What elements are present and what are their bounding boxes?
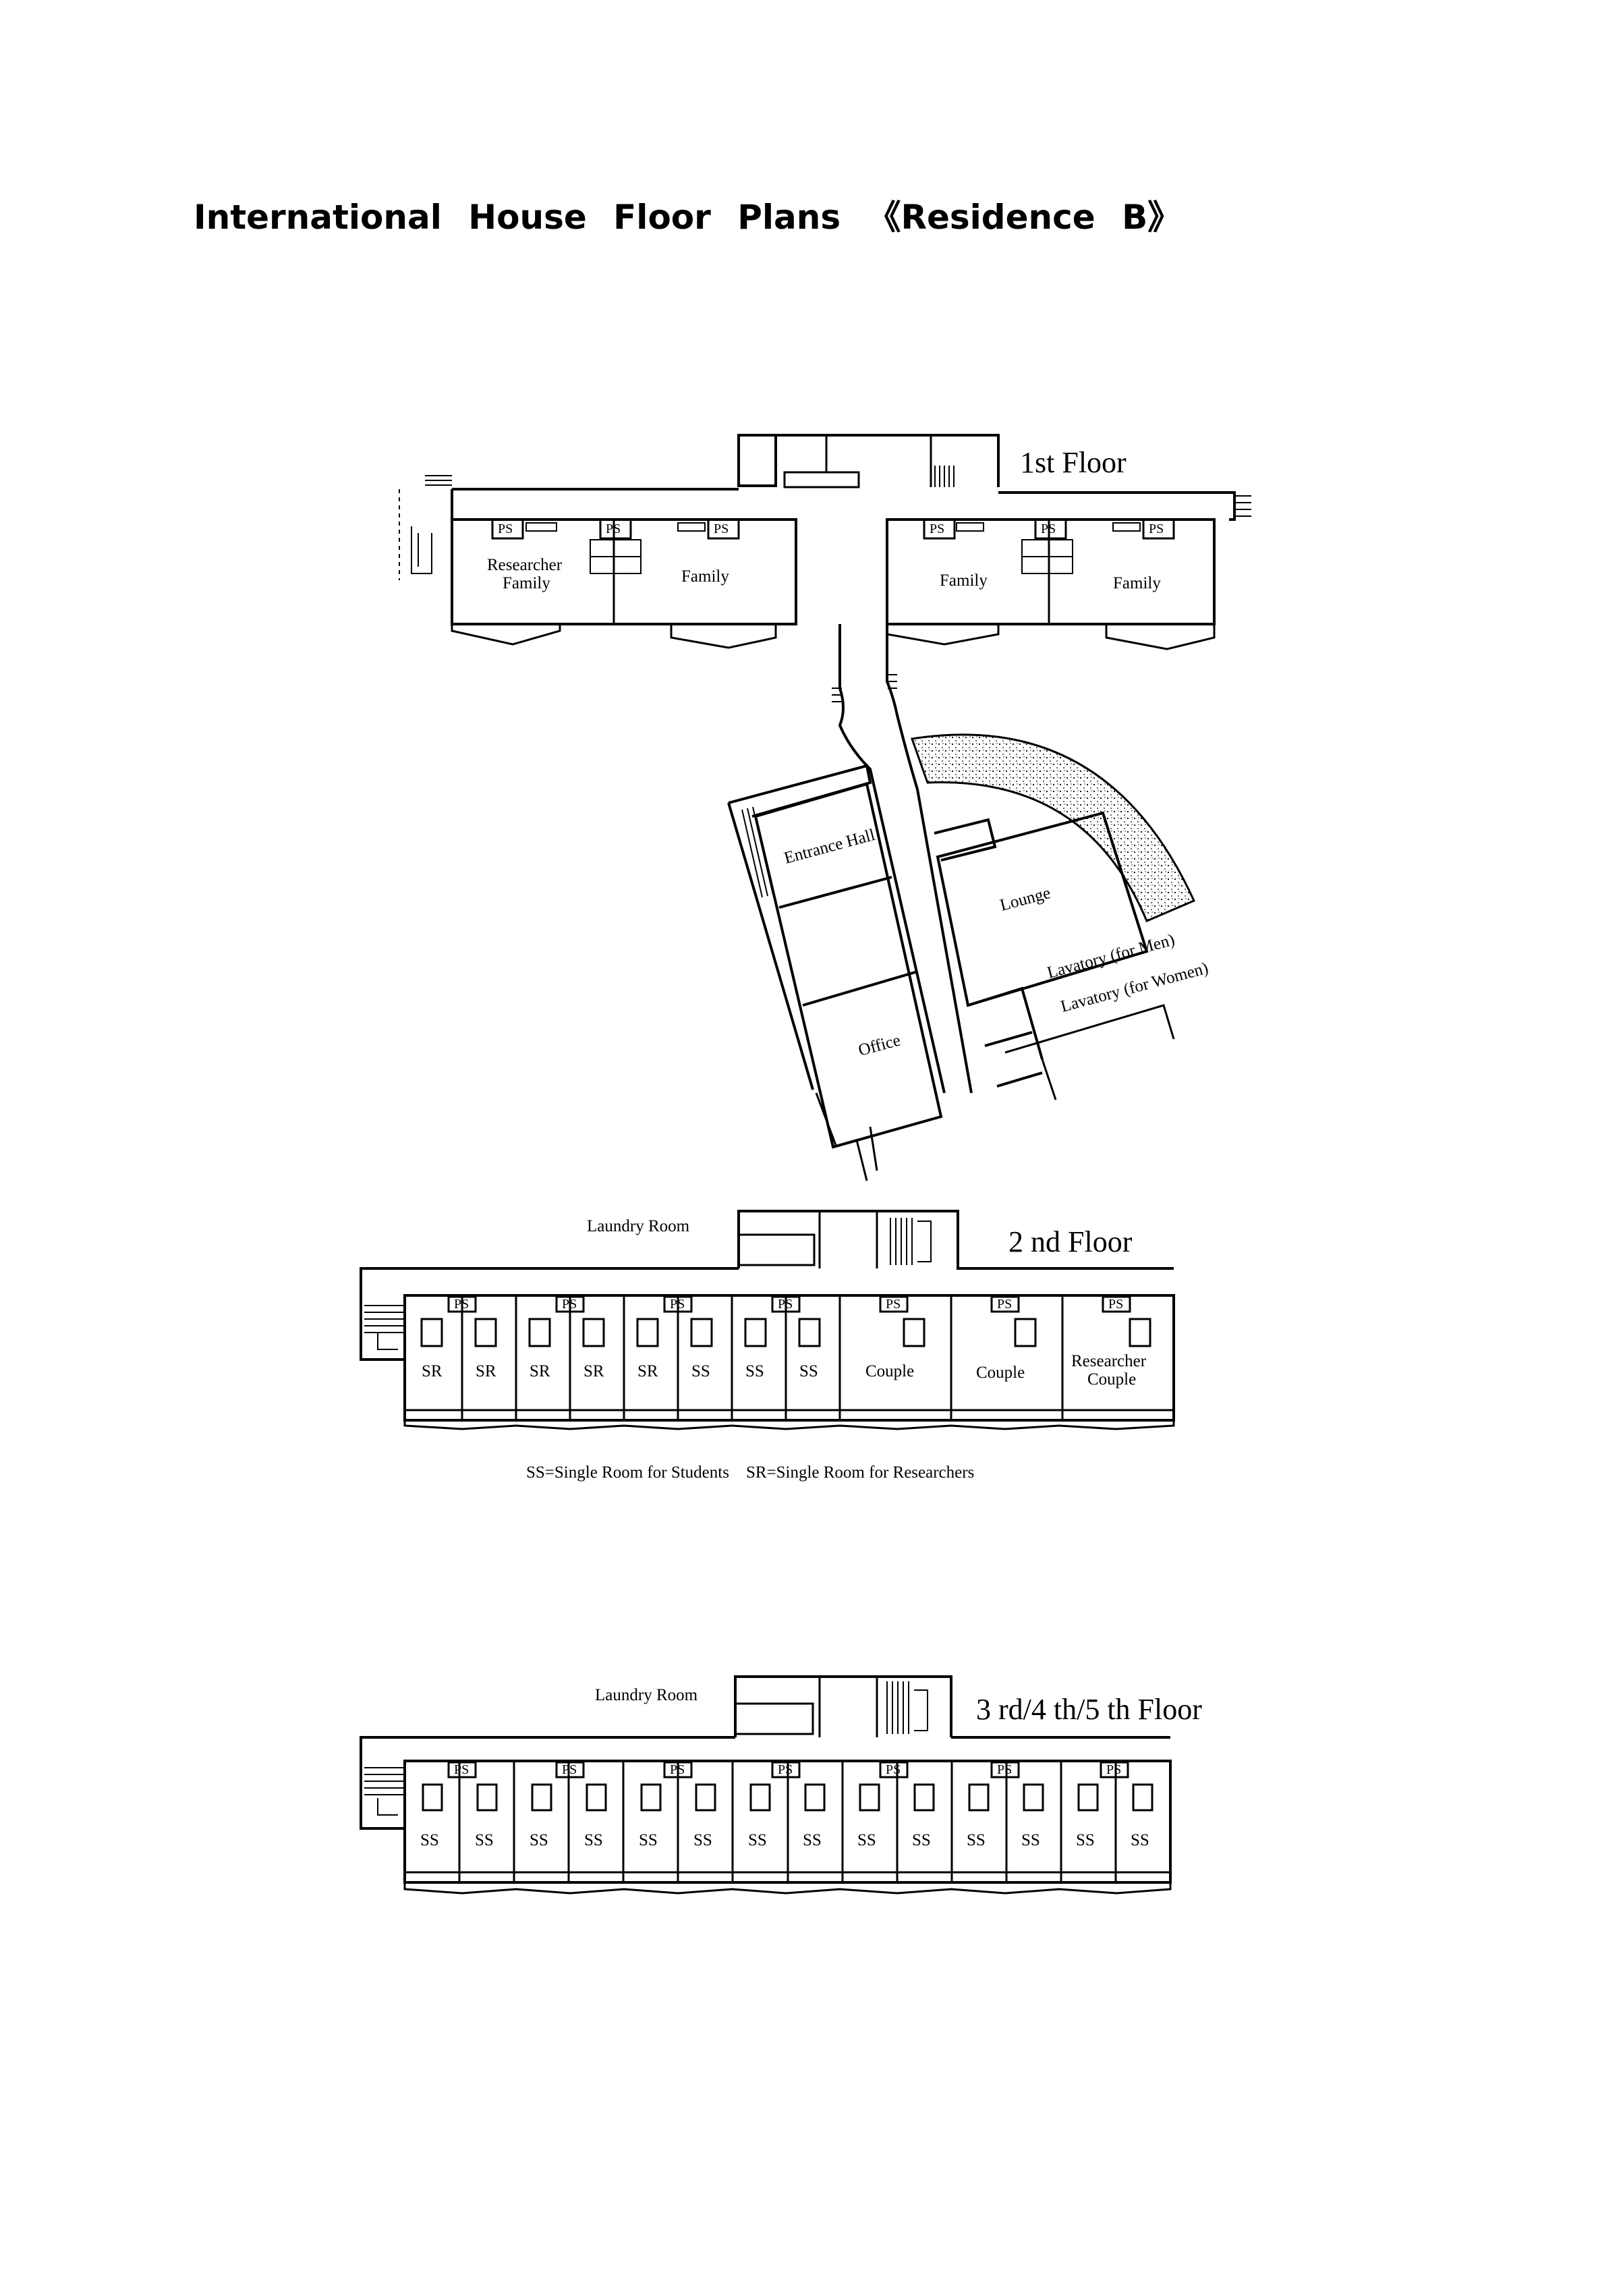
legend: SS=Single Room for Students SR=Single Ro…: [526, 1463, 974, 1482]
bath-unit: [859, 1783, 880, 1812]
ps-label: PS: [886, 1762, 901, 1777]
room-label: SS: [745, 1362, 764, 1380]
room-label: SS: [584, 1831, 603, 1849]
bath-unit: [582, 1318, 605, 1347]
room-label: Family: [681, 567, 729, 586]
bath-unit: [798, 1318, 821, 1347]
room-label: SS: [857, 1831, 876, 1849]
floor-3-label: 3 rd/4 th/5 th Floor: [976, 1693, 1202, 1726]
bath-unit: [531, 1783, 552, 1812]
room-label: SS: [748, 1831, 767, 1849]
floor-3-labels: Laundry Room 3 rd/4 th/5 th Floor PS PS PS…: [420, 1686, 1202, 1849]
ps-label: PS: [714, 522, 729, 536]
bath-unit: [749, 1783, 771, 1812]
bath-unit: [1132, 1783, 1154, 1812]
floor-1-label: 1st Floor: [1020, 446, 1127, 479]
ps-label: PS: [997, 1762, 1012, 1777]
room-label: Researcher: [487, 556, 563, 574]
ps-label: PS: [1041, 522, 1056, 536]
room-label: SS: [799, 1362, 818, 1380]
office-label: Office: [857, 1031, 903, 1059]
bath-unit: [744, 1318, 767, 1347]
floor-2-label: 2 nd Floor: [1008, 1225, 1133, 1258]
laundry-room-label: Laundry Room: [587, 1217, 690, 1235]
room-label: SR: [530, 1362, 550, 1380]
ps-label: PS: [997, 1297, 1012, 1312]
bath-unit: [1023, 1783, 1044, 1812]
bath-unit: [636, 1318, 659, 1347]
room-label: SR: [637, 1362, 658, 1380]
room-label: SS: [803, 1831, 822, 1849]
ps-label: PS: [562, 1762, 577, 1777]
bath-unit: [1129, 1318, 1151, 1347]
ps-label: PS: [670, 1762, 685, 1777]
room-label: SS: [475, 1831, 494, 1849]
floor-2-plan: [360, 1210, 1175, 1430]
ps-label: PS: [886, 1297, 901, 1312]
floor-2-labels: Laundry Room 2 nd Floor PS PS PS PS PS PS PS S…: [422, 1217, 1147, 1482]
bath-unit: [804, 1783, 826, 1812]
room-label: SR: [583, 1362, 604, 1380]
room-label: SS: [1131, 1831, 1149, 1849]
floor-1-labels: 1st Floor PS PS PS PS PS PS Researcher F…: [487, 446, 1210, 1060]
room-label: SS: [639, 1831, 658, 1849]
room-label: SS: [1021, 1831, 1040, 1849]
bath-unit: [474, 1318, 497, 1347]
ps-label: PS: [1108, 1297, 1123, 1312]
ps-label: PS: [778, 1297, 793, 1312]
bath-unit: [586, 1783, 607, 1812]
floor-1-plan: [399, 434, 1251, 1181]
room-label: SS: [691, 1362, 710, 1380]
bath-unit: [640, 1783, 662, 1812]
bath-unit: [690, 1318, 713, 1347]
bath-unit: [476, 1783, 498, 1812]
room-label: SS: [530, 1831, 548, 1849]
ps-label: PS: [930, 522, 944, 536]
room-label: SS: [693, 1831, 712, 1849]
ps-label: PS: [1106, 1762, 1121, 1777]
bath-unit: [528, 1318, 551, 1347]
room-label: SS: [967, 1831, 986, 1849]
ps-label: PS: [498, 522, 513, 536]
room-label: Family: [940, 571, 988, 590]
bath-unit: [420, 1318, 443, 1347]
room-label: Family: [503, 574, 550, 592]
bath-unit: [1014, 1318, 1037, 1347]
room-label: Family: [1113, 574, 1161, 592]
ps-label: PS: [606, 522, 621, 536]
page-title: International House Floor Plans 《Residen…: [194, 198, 1182, 237]
room-label: Couple: [865, 1362, 914, 1380]
ps-label: PS: [670, 1297, 685, 1312]
room-label: SS: [1076, 1831, 1095, 1849]
ps-label: PS: [562, 1297, 577, 1312]
room-label: Couple: [976, 1364, 1025, 1382]
laundry-room-label: Laundry Room: [595, 1686, 698, 1704]
bath-unit: [1077, 1783, 1099, 1812]
ps-label: PS: [454, 1297, 469, 1312]
bath-unit: [903, 1318, 926, 1347]
bath-unit: [422, 1783, 443, 1812]
room-label: SS: [420, 1831, 439, 1849]
room-label: SR: [422, 1362, 443, 1380]
room-label: Researcher: [1071, 1352, 1147, 1370]
room-label: SS: [912, 1831, 931, 1849]
floor-3-plan: [360, 1675, 1172, 1895]
room-label: SR: [476, 1362, 496, 1380]
bath-unit: [968, 1783, 990, 1812]
ps-label: PS: [1149, 522, 1164, 536]
bath-unit: [913, 1783, 935, 1812]
entrance-hall-label: Entrance Hall: [782, 826, 877, 868]
ps-label: PS: [454, 1762, 469, 1777]
room-label: Couple: [1087, 1370, 1136, 1389]
lounge-label: Lounge: [998, 884, 1053, 915]
ps-label: PS: [778, 1762, 793, 1777]
bath-unit: [695, 1783, 716, 1812]
